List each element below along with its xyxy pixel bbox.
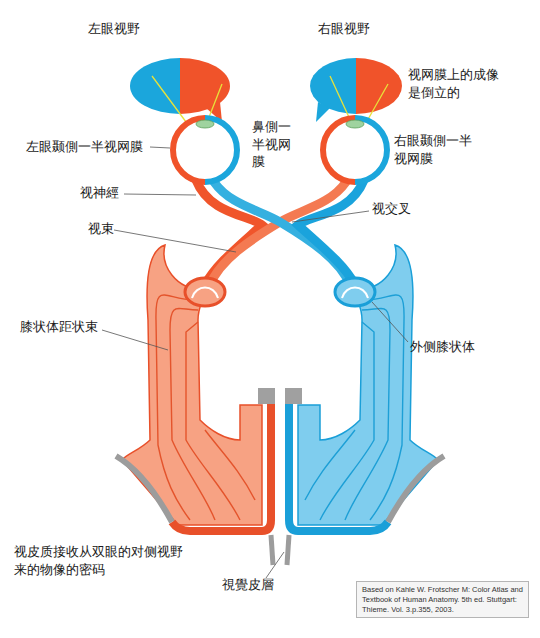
leader-line-part [114, 230, 236, 252]
right-optic-radiation-part [285, 388, 302, 404]
citation-text: Based on Kahle W. Frotscher M: Color Atl… [362, 585, 523, 614]
left-eyeball-part [173, 118, 237, 182]
left-optic-radiation-part [172, 402, 271, 531]
left-eyeball [173, 118, 237, 182]
optic-nerve-fibers-part [214, 182, 350, 285]
leader-line-part [372, 302, 408, 342]
optic-nerve-fibers [196, 180, 364, 285]
text-label: 视神經 [80, 184, 119, 202]
left-optic-radiation-part [258, 388, 275, 404]
left-optic-radiation-part [271, 535, 273, 565]
right-optic-radiation-part [342, 288, 368, 299]
citation-box: Based on Kahle W. Frotscher M: Color Atl… [356, 581, 529, 618]
right-eyeball [323, 118, 387, 182]
right-visual-field-part [310, 58, 356, 114]
right-eyeball-part [323, 118, 387, 182]
right-optic-radiation-part [289, 402, 388, 531]
right-optic-radiation-part [305, 295, 404, 520]
left-visual-field-part [180, 58, 230, 114]
left-optic-radiation-part-part [170, 308, 215, 520]
text-label: 视网膜上的成像是倒立的 [408, 66, 501, 101]
text-label: 视交叉 [372, 200, 411, 218]
text-label: 视束 [88, 220, 114, 238]
left-visual-field [130, 58, 230, 122]
right-optic-radiation-part-part [345, 308, 390, 520]
leader-line-part [266, 552, 284, 578]
right-optic-radiation-part-part [305, 430, 355, 500]
text-label: 视皮质接收从双眼的对侧视野来的物像的密码 [14, 543, 185, 578]
right-eyeball-part [346, 120, 364, 128]
left-optic-radiation-part [156, 295, 255, 520]
left-optic-radiation-part [116, 456, 172, 522]
right-optic-radiation [285, 245, 444, 565]
text-label: 左眼颞側一半视网膜 [26, 138, 143, 156]
left-optic-radiation-part-part [186, 322, 240, 520]
left-eyeball-part [196, 120, 214, 128]
left-optic-radiation-part [185, 278, 225, 306]
text-label: 右眼颞側一半视网膜 [394, 132, 474, 167]
right-optic-radiation-part-part [320, 322, 374, 520]
text-label: 膝状体距状束 [20, 318, 98, 336]
left-visual-field-part [130, 58, 180, 114]
right-optic-radiation-part [335, 278, 375, 306]
left-optic-radiation [116, 245, 275, 565]
text-label: 外侧膝状体 [410, 338, 475, 356]
leader-line-part [102, 330, 168, 350]
right-optic-radiation-part [287, 535, 289, 565]
left-optic-radiation-part [192, 288, 218, 299]
text-label: 視覺皮層 [222, 576, 274, 594]
leader-line-part [124, 194, 196, 195]
left-optic-radiation-part-part [205, 430, 255, 500]
leader-line-part [150, 147, 170, 148]
text-label: 鼻側一半视网膜 [252, 118, 293, 171]
text-label: 左眼视野 [88, 20, 140, 38]
optic-nerve-fibers-part [298, 180, 364, 285]
text-label: 右眼视野 [318, 20, 370, 38]
leader-line-part [292, 211, 369, 222]
right-visual-field-part [356, 58, 402, 114]
right-optic-radiation-part [388, 456, 444, 522]
leader-line [102, 147, 408, 578]
right-visual-field [310, 58, 402, 122]
right-visual-field-part [316, 102, 330, 122]
